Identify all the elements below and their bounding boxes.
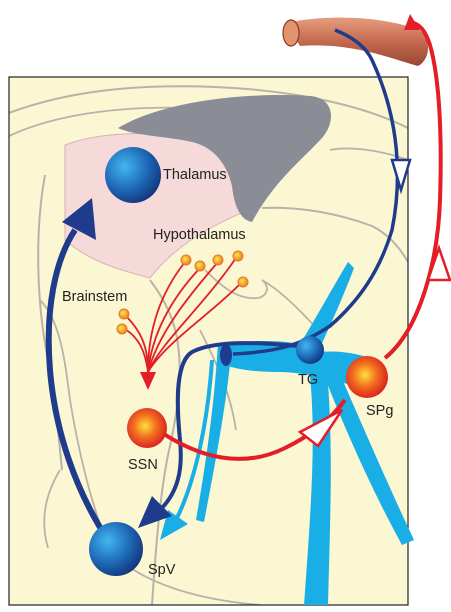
tg-node [296,336,324,364]
brainstem-label: Brainstem [62,289,127,305]
ssn-label: SSN [128,457,158,473]
spv-node [89,522,143,576]
tg-label: TG [298,372,318,388]
spg-node [346,356,388,398]
hypothalamus-label: Hypothalamus [153,227,246,243]
spv-label: SpV [148,562,176,578]
vessel-arrowhead [404,14,420,30]
spg-label: SPg [366,403,393,419]
thalamus-label: Thalamus [163,167,227,183]
ssn-node [127,408,167,448]
nerve-cut-end [220,344,232,366]
brain-section [9,77,408,605]
thalamus-node [105,147,161,203]
